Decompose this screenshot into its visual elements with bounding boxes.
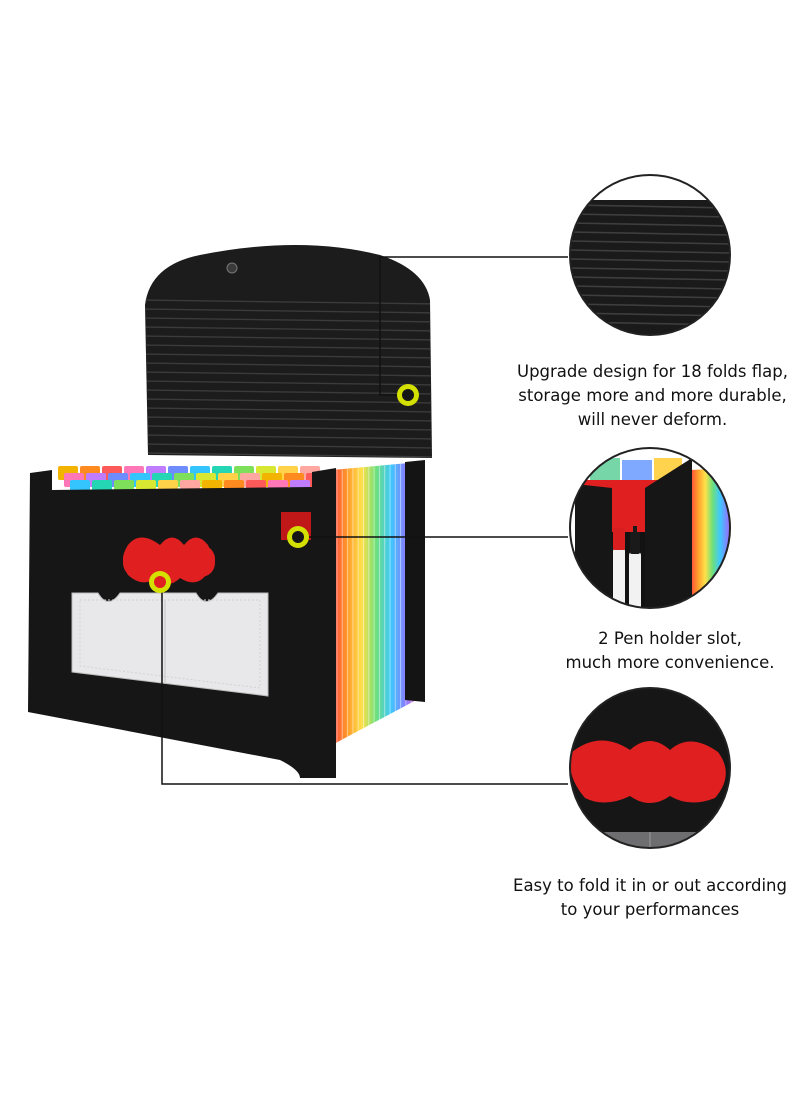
flap-pleat-line xyxy=(145,380,432,386)
flap-pleat-line xyxy=(145,416,432,422)
flap-pleat-line xyxy=(145,335,432,341)
closeup-pleat-line xyxy=(570,267,730,272)
flap-pleat-line xyxy=(145,425,432,431)
flap-pleat-line xyxy=(145,407,432,413)
feature-caption-flap: Upgrade design for 18 folds flap, storag… xyxy=(517,362,788,429)
closeup-pleat-line xyxy=(570,285,730,290)
flap-pleat-line xyxy=(145,326,432,332)
closeup-pleat-line xyxy=(570,258,730,263)
flap-pleat-line xyxy=(145,362,432,368)
front-panel xyxy=(28,460,425,778)
flap-pleat-line xyxy=(145,344,432,350)
closeup-pleat-line xyxy=(570,276,730,281)
flap-pleat-line xyxy=(145,353,432,359)
top-flap xyxy=(145,245,432,458)
closeup-pleat-line xyxy=(570,204,730,209)
feature-caption-handle: Easy to fold it in or out according to y… xyxy=(513,876,787,919)
callout-lines xyxy=(161,256,568,785)
red-handle xyxy=(123,537,215,584)
label-window xyxy=(71,592,269,697)
flap-pleat-line xyxy=(145,389,432,395)
closeup-pleat-line xyxy=(570,231,730,236)
snap-button xyxy=(226,262,238,274)
closeup-pleat-line xyxy=(570,303,730,308)
pen-holder-closeup-icon xyxy=(569,447,731,609)
flap-pleat-line xyxy=(145,443,432,449)
flap-pleat-line xyxy=(145,308,432,314)
flap-pleat-line xyxy=(145,317,432,323)
handle-closeup-icon xyxy=(569,687,731,849)
closeup-pleat-line xyxy=(570,240,730,245)
flap-pleat-line xyxy=(145,371,432,377)
closeup-pleat-line xyxy=(570,222,730,227)
callout-markers xyxy=(149,384,419,593)
flap-pleat-line xyxy=(145,299,432,305)
expanding-file-organizer xyxy=(28,245,432,778)
feature-caption-pen-holder: 2 Pen holder slot, much more convenience… xyxy=(565,629,775,672)
closeup-pleat-line xyxy=(570,294,730,299)
flap-pleat-line xyxy=(145,452,432,458)
closeup-pleat-line xyxy=(570,249,730,254)
pleated-flap-closeup-icon xyxy=(569,174,731,336)
closeup-pleat-line xyxy=(570,213,730,218)
flap-pleat-line xyxy=(145,434,432,440)
flap-pleat-line xyxy=(145,398,432,404)
